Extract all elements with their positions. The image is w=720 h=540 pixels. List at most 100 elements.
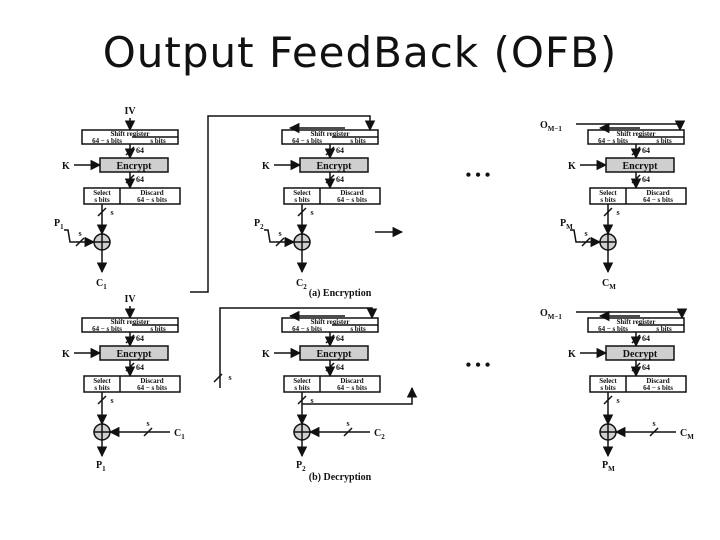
key-label-enc-m: K [568, 161, 576, 172]
ciphertext-s-label-dec-1: s [146, 419, 149, 428]
plaintext-label-enc-2: P2 [254, 218, 264, 231]
ciphertext-label-dec-m: CM [680, 428, 694, 441]
select-discard-box-enc-1 [83, 187, 181, 205]
bus-64-upper-slash-dec-1 [125, 334, 135, 344]
bus-s-label-enc-1: s [110, 208, 113, 217]
shift-register-right-bits-enc-m: s bits [656, 137, 672, 145]
select-bits-label-dec-2: s bits [294, 384, 310, 392]
bus-s-slash-dec-2 [297, 395, 307, 405]
shift-register-label-enc-2: Shift register [311, 130, 350, 138]
bus-64-lower-slash-dec-2 [325, 362, 335, 372]
plaintext-s-label-enc-m: s [584, 229, 587, 238]
key-label-dec-m: K [568, 349, 576, 360]
select-discard-box-enc-2 [283, 187, 381, 205]
bus-64-lower-slash-enc-m [631, 174, 641, 184]
bus-64-lower-slash-enc-2 [325, 174, 335, 184]
bus-64-lower-label-dec-m: 64 [642, 363, 650, 372]
shift-register-right-bits-enc-2: s bits [350, 137, 366, 145]
bus-64-upper-label-dec-m: 64 [642, 334, 650, 343]
bus-64-upper-label-enc-1: 64 [136, 146, 144, 155]
select-label-dec-1: Select [93, 377, 111, 385]
plaintext-arrow-enc-1 [64, 229, 96, 248]
bus-64-lower-label-enc-2: 64 [336, 175, 344, 184]
plaintext-s-label-enc-1: s [78, 229, 81, 238]
shift-register-label-dec-2: Shift register [311, 318, 350, 326]
plaintext-slash-enc-2 [275, 237, 285, 247]
bus-s-slash-enc-2 [297, 207, 307, 217]
bus-64-lower-slash-dec-1 [125, 362, 135, 372]
discard-label-enc-m: Discard [646, 189, 669, 197]
plaintext-label-dec-1: P1 [96, 460, 106, 473]
plaintext-arrow-enc-2 [264, 229, 296, 248]
bus-64-upper-slash-dec-m [631, 334, 641, 344]
slide-title: Output FeedBack (OFB) [102, 28, 618, 77]
bus-64-lower-label-dec-1: 64 [136, 363, 144, 372]
select-bits-label-dec-1: s bits [94, 384, 110, 392]
shift-register-left-bits-enc-2: 64 − s bits [292, 137, 322, 145]
iv-label-enc-1: IV [124, 106, 136, 117]
feedback-enc-1-2 [190, 115, 376, 293]
bus-s-label-enc-2: s [310, 208, 313, 217]
plaintext-label-dec-m: PM [602, 460, 615, 473]
select-bits-label-dec-m: s bits [600, 384, 616, 392]
plaintext-s-label-enc-2: s [278, 229, 281, 238]
bus-64-lower-label-enc-m: 64 [642, 175, 650, 184]
discard-label-dec-1: Discard [140, 377, 163, 385]
plaintext-label-enc-1: P1 [54, 218, 64, 231]
bus-64-upper-slash-dec-2 [325, 334, 335, 344]
select-bits-label-enc-1: s bits [94, 196, 110, 204]
bus-64-lower-slash-dec-m [631, 362, 641, 372]
ellipsis-enc: • • • [466, 167, 491, 184]
cipher-label-dec-2: Encrypt [317, 349, 353, 360]
iv-label-dec-1: IV [124, 294, 136, 305]
discard-bits-label-enc-m: 64 − s bits [643, 196, 673, 204]
feedback-dec-1-2-s: s [228, 373, 231, 382]
discard-bits-label-dec-2: 64 − s bits [337, 384, 367, 392]
bus-s-label-enc-m: s [616, 208, 619, 217]
ciphertext-s-label-dec-2: s [346, 419, 349, 428]
discard-label-dec-m: Discard [646, 377, 669, 385]
shift-register-label-dec-m: Shift register [617, 318, 656, 326]
caption-decryption: (b) Decryption [309, 472, 372, 483]
shift-register-left-bits-enc-m: 64 − s bits [598, 137, 628, 145]
bus-64-upper-slash-enc-1 [125, 146, 135, 156]
discard-label-enc-1: Discard [140, 189, 163, 197]
bus-s-label-dec-m: s [616, 396, 619, 405]
select-bits-label-enc-m: s bits [600, 196, 616, 204]
bus-64-upper-slash-enc-2 [325, 146, 335, 156]
shift-register-left-bits-enc-1: 64 − s bits [92, 137, 122, 145]
select-discard-box-dec-m [589, 375, 687, 393]
select-label-enc-m: Select [599, 189, 617, 197]
shift-register-right-bits-dec-m: s bits [656, 325, 672, 333]
bus-64-upper-label-enc-2: 64 [336, 146, 344, 155]
select-label-dec-2: Select [293, 377, 311, 385]
plaintext-slash-enc-1 [75, 237, 85, 247]
cipher-label-dec-m: Decrypt [623, 349, 658, 360]
plaintext-label-enc-m: PM [560, 218, 573, 231]
cipher-label-enc-1: Encrypt [117, 161, 153, 172]
plaintext-slash-enc-m [581, 237, 591, 247]
feedback-dec-1-2 [219, 307, 378, 388]
discard-bits-label-dec-1: 64 − s bits [137, 384, 167, 392]
om1-label-dec: OM−1 [540, 308, 562, 321]
bus-s-slash-dec-1 [97, 395, 107, 405]
bus-64-lower-label-enc-1: 64 [136, 175, 144, 184]
bus-s-label-dec-1: s [110, 396, 113, 405]
ciphertext-slash-dec-m [649, 427, 659, 437]
bus-64-upper-label-dec-1: 64 [136, 334, 144, 343]
cipher-label-enc-2: Encrypt [317, 161, 353, 172]
shift-register-left-bits-dec-m: 64 − s bits [598, 325, 628, 333]
cipher-label-enc-m: Encrypt [623, 161, 659, 172]
shift-register-label-enc-m: Shift register [617, 130, 656, 138]
shift-register-right-bits-dec-2: s bits [350, 325, 366, 333]
bus-64-upper-label-dec-2: 64 [336, 334, 344, 343]
cipher-label-dec-1: Encrypt [117, 349, 153, 360]
bus-s-slash-enc-1 [97, 207, 107, 217]
shift-register-right-bits-enc-1: s bits [150, 137, 166, 145]
bus-64-lower-slash-enc-1 [125, 174, 135, 184]
discard-label-enc-2: Discard [340, 189, 363, 197]
shift-register-label-dec-1: Shift register [111, 318, 150, 326]
